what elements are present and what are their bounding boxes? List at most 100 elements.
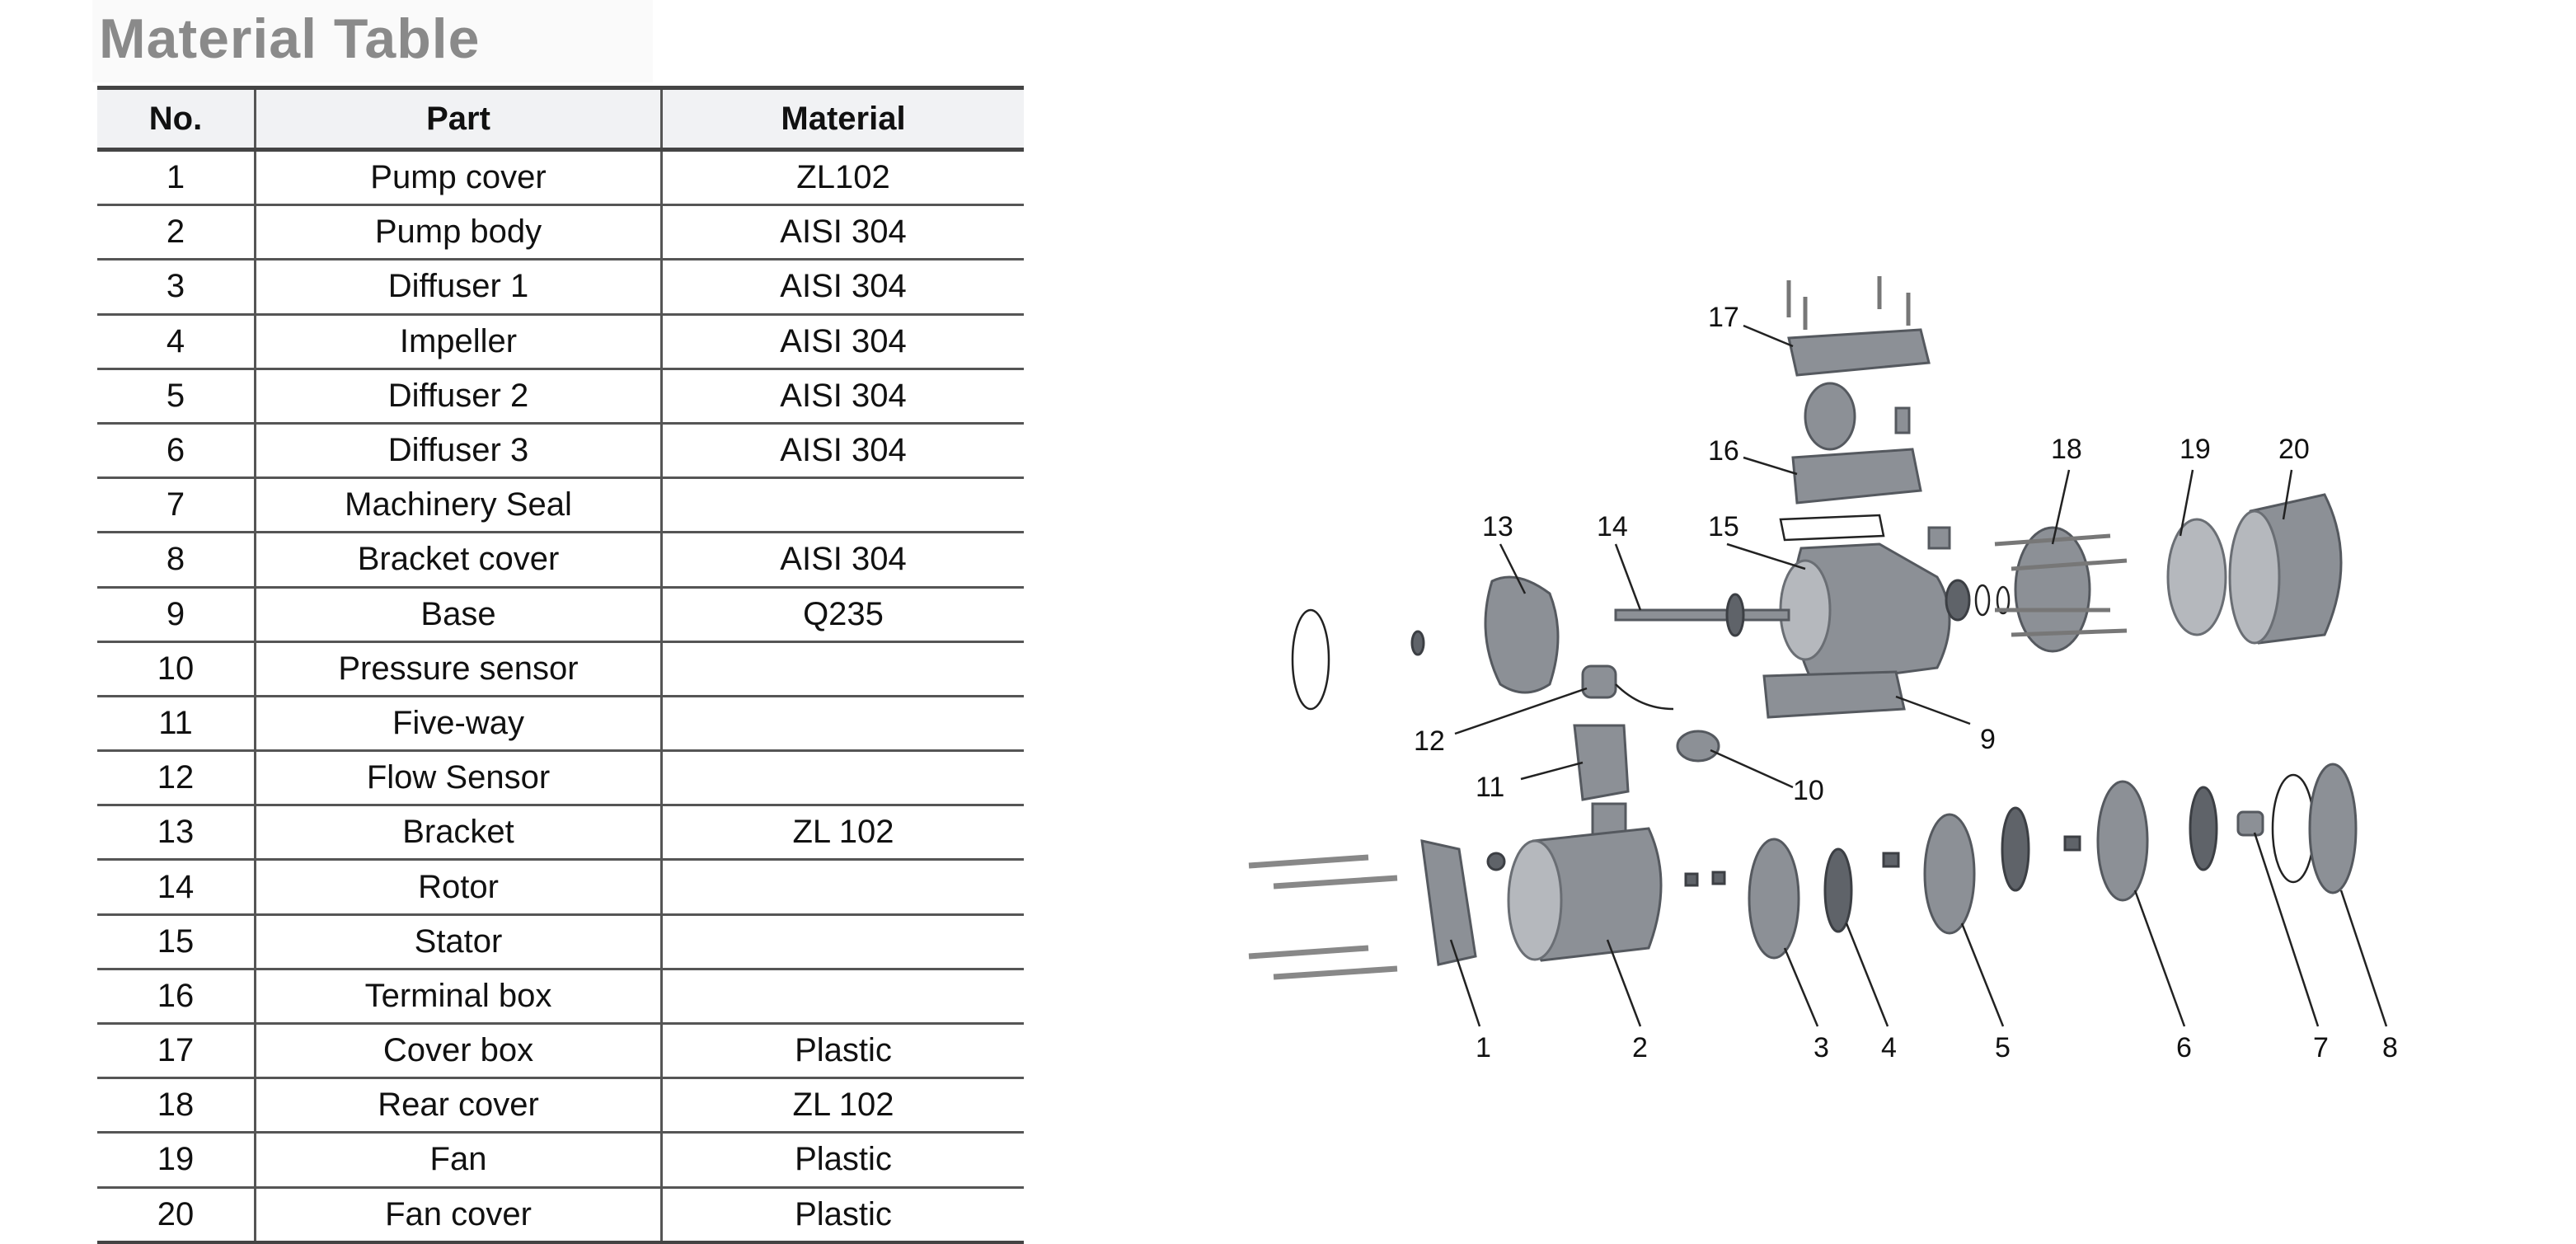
fan-cover-face: [2228, 509, 2281, 645]
cell-part: Stator: [254, 914, 662, 970]
impeller-2: [2001, 806, 2030, 892]
cell-part: Bracket cover: [254, 532, 662, 589]
seal-o-ring: [2271, 773, 2316, 884]
cell-part: Terminal box: [254, 969, 662, 1026]
label-4: 4: [1881, 1032, 1897, 1063]
cell-no: 14: [97, 859, 256, 916]
tie-rods: [1248, 854, 1398, 980]
label-6: 6: [2176, 1032, 2192, 1063]
cell-no: 12: [97, 750, 256, 807]
part-12-flow-sensor: [1581, 664, 1617, 699]
part-7-machinery-seal: [2236, 810, 2264, 837]
gasket: [1779, 514, 1885, 542]
nut: [1486, 852, 1506, 871]
part-8-bracket-cover: [2308, 763, 2358, 894]
part-10-pressure-sensor: [1676, 730, 1720, 763]
cell-material: AISI 304: [660, 423, 1024, 480]
cell-no: 16: [97, 969, 256, 1026]
part-9-base: [1762, 670, 1906, 719]
cell-no: 2: [97, 204, 256, 261]
part-11-five-way: [1573, 724, 1630, 801]
cell-material: AISI 304: [660, 369, 1024, 425]
cell-no: 17: [97, 1023, 256, 1080]
spacer: [1882, 852, 1900, 868]
cell-part: Pump cover: [254, 149, 662, 207]
cell-material: AISI 304: [660, 204, 1024, 261]
cell-part: Diffuser 1: [254, 259, 662, 316]
ring: [1996, 585, 2011, 615]
cell-no: 18: [97, 1077, 256, 1134]
part-13-bracket: [1484, 575, 1560, 694]
cell-material: [660, 969, 1024, 1026]
label-16: 16: [1708, 435, 1739, 467]
part-19-fan: [2166, 518, 2227, 636]
cell-no: 13: [97, 805, 256, 861]
cell-part: Pressure sensor: [254, 641, 662, 697]
label-15: 15: [1708, 511, 1739, 542]
cell-no: 5: [97, 369, 256, 425]
table-header-row: No. Part Material: [97, 86, 1024, 152]
pump-body-face: [1507, 839, 1563, 961]
leader-lines: [1449, 324, 2388, 1027]
cell-part: Fan: [254, 1132, 662, 1189]
cell-part: Flow Sensor: [254, 750, 662, 807]
title-background: [92, 0, 653, 82]
label-19: 19: [2180, 434, 2211, 465]
part-1-pump-cover: [1420, 839, 1477, 966]
cell-part: Impeller: [254, 314, 662, 370]
cell-no: 11: [97, 696, 256, 753]
cell-material: [660, 859, 1024, 916]
cell-no: 15: [97, 914, 256, 970]
cell-part: Cover box: [254, 1023, 662, 1080]
cell-material: AISI 304: [660, 259, 1024, 316]
ring: [1974, 584, 1991, 617]
part-18-rear-cover: [2014, 526, 2091, 653]
cell-no: 1: [97, 149, 256, 207]
cell-part: Five-way: [254, 696, 662, 753]
cell-no: 6: [97, 423, 256, 480]
cell-material: Plastic: [660, 1023, 1024, 1080]
label-2: 2: [1632, 1032, 1648, 1063]
cell-material: [660, 750, 1024, 807]
cell-no: 4: [97, 314, 256, 370]
spacer: [1684, 872, 1699, 887]
label-7: 7: [2313, 1032, 2329, 1063]
bearing: [1945, 579, 1971, 622]
cell-material: [660, 914, 1024, 970]
page-title: Material Table: [99, 7, 481, 70]
label-20: 20: [2278, 434, 2310, 465]
cable-gland: [1927, 526, 1951, 550]
part-5-diffuser-2: [1923, 813, 1976, 935]
part-3-diffuser-1: [1748, 838, 1800, 960]
cell-part: Rotor: [254, 859, 662, 916]
cell-part: Pump body: [254, 204, 662, 261]
cell-material: [660, 696, 1024, 753]
cell-material: AISI 304: [660, 314, 1024, 370]
label-17: 17: [1708, 302, 1739, 333]
part-17-cover-box: [1787, 328, 1931, 377]
label-5: 5: [1995, 1032, 2011, 1063]
cell-no: 3: [97, 259, 256, 316]
rotor-disc: [1725, 593, 1745, 637]
label-8: 8: [2382, 1032, 2398, 1063]
seal-ring: [1410, 630, 1425, 656]
part-4-impeller: [1823, 847, 1853, 933]
capacitor: [1804, 382, 1856, 451]
